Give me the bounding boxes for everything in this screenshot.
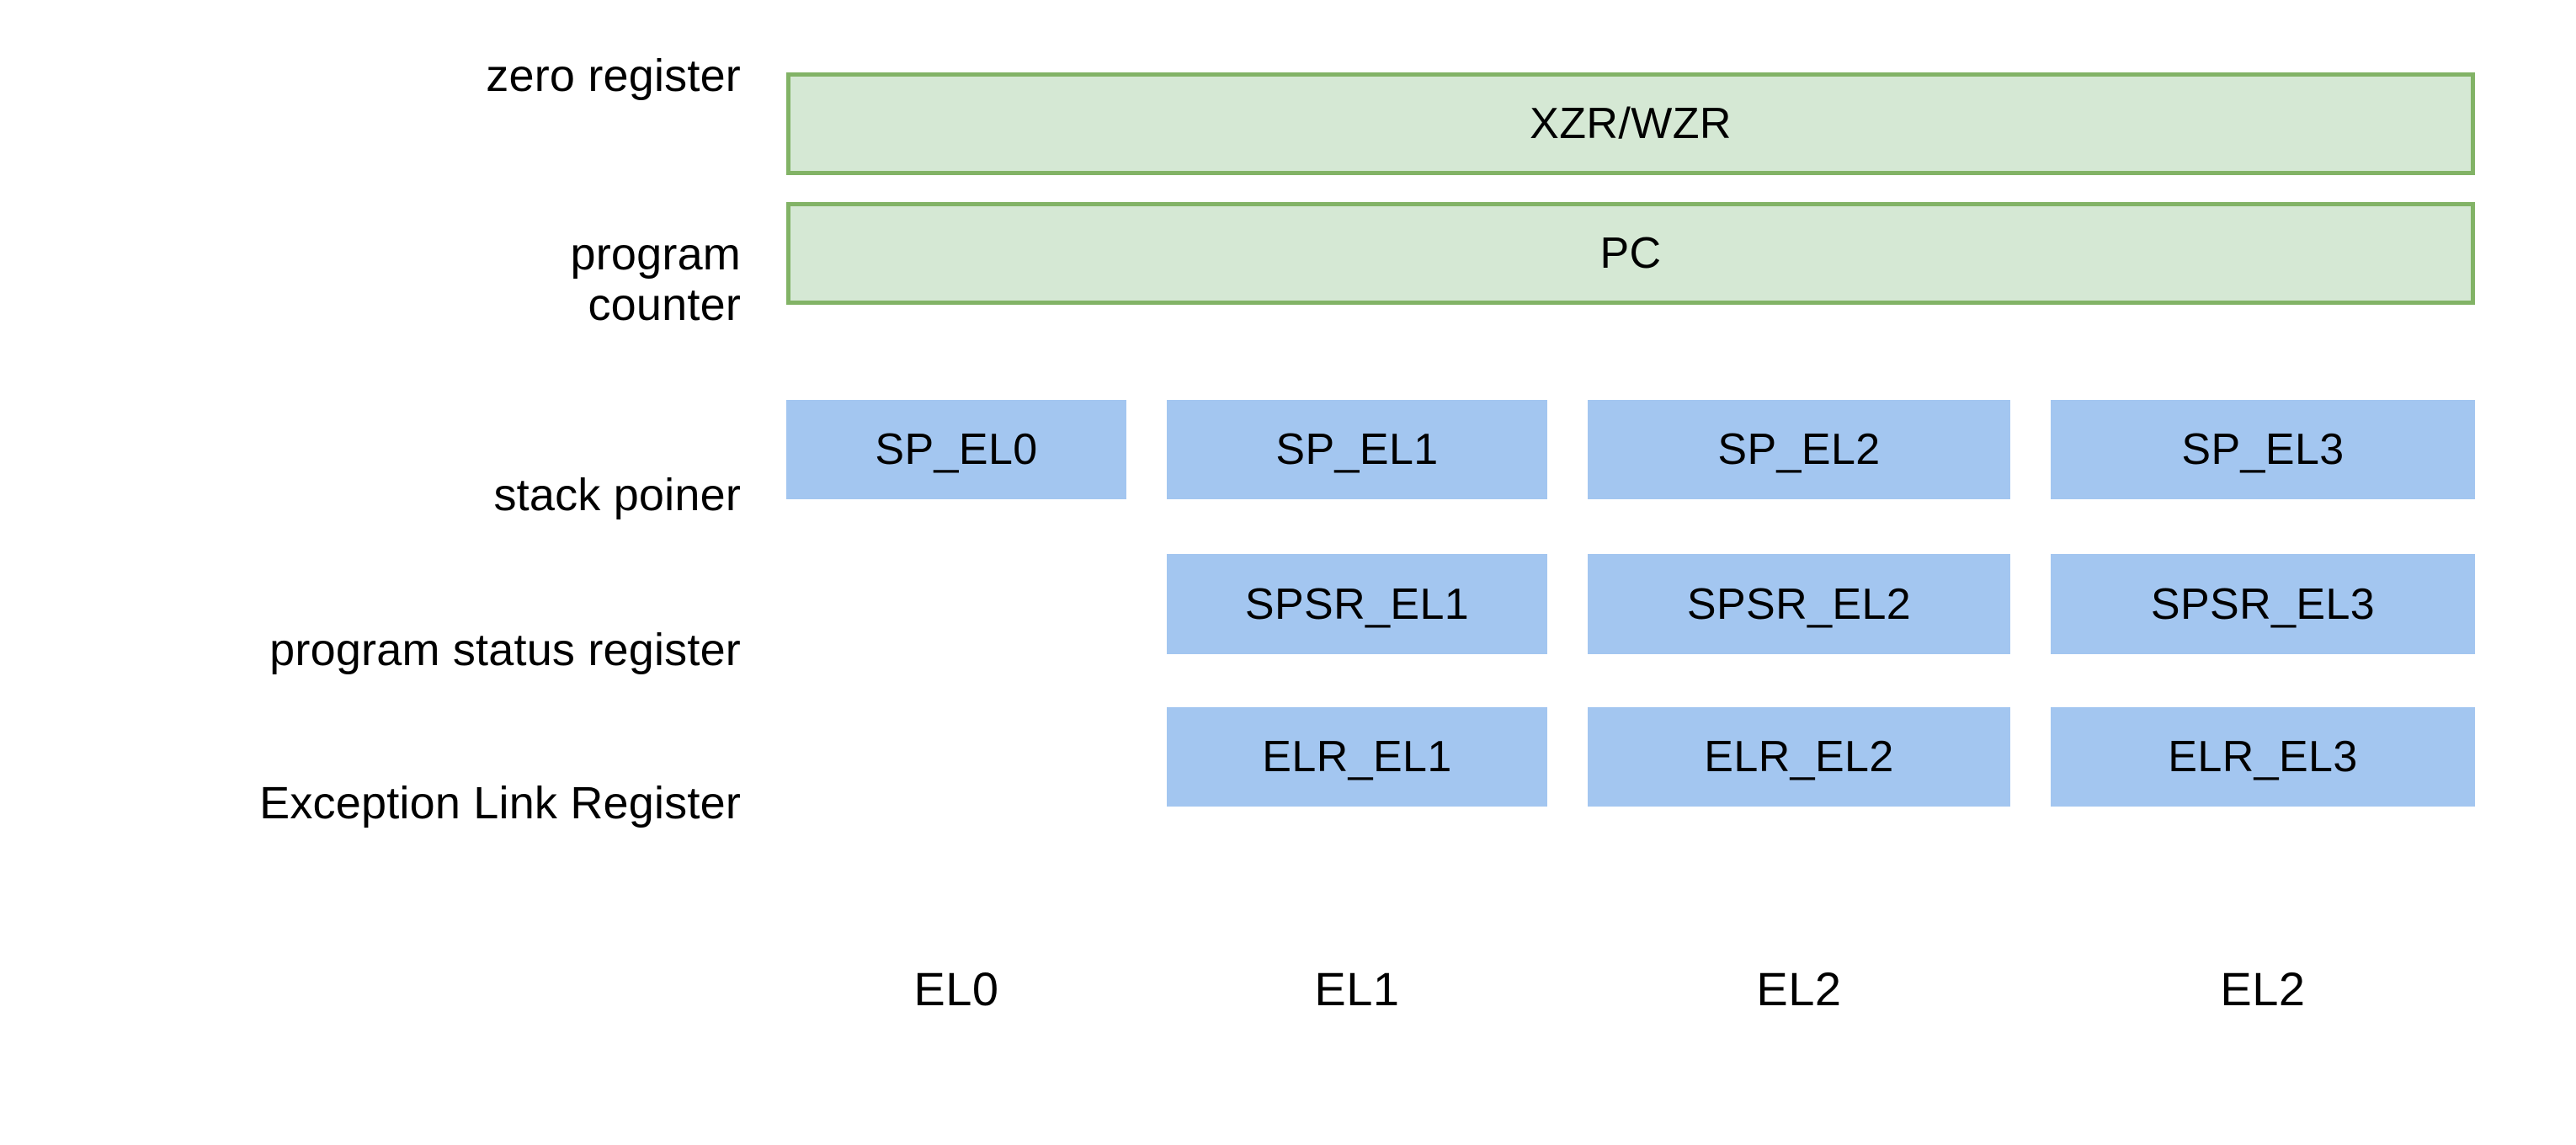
- box-pc-label: PC: [1599, 229, 1662, 278]
- row-label-zero-register: zero register: [486, 51, 741, 101]
- box-sp-el0-label: SP_EL0: [875, 425, 1038, 474]
- row-label-program-counter: program counter: [570, 229, 741, 331]
- box-sp-el2-label: SP_EL2: [1717, 425, 1881, 474]
- box-sp-el3-label: SP_EL3: [2181, 425, 2344, 474]
- box-elr-el1-label: ELR_EL1: [1262, 732, 1452, 781]
- box-elr-el3-label: ELR_EL3: [2168, 732, 2358, 781]
- box-sp-el0[interactable]: SP_EL0: [786, 400, 1126, 499]
- box-pc[interactable]: PC: [786, 202, 2475, 305]
- box-spsr-el1[interactable]: SPSR_EL1: [1167, 554, 1547, 654]
- column-label-el1: EL1: [1314, 962, 1400, 1015]
- box-elr-el3[interactable]: ELR_EL3: [2051, 707, 2475, 807]
- box-sp-el1[interactable]: SP_EL1: [1167, 400, 1547, 499]
- box-xzr-wzr[interactable]: XZR/WZR: [786, 72, 2475, 175]
- column-label-el3: EL2: [2220, 962, 2306, 1015]
- box-spsr-el2-label: SPSR_EL2: [1686, 579, 1912, 629]
- box-elr-el1[interactable]: ELR_EL1: [1167, 707, 1547, 807]
- box-spsr-el2[interactable]: SPSR_EL2: [1588, 554, 2010, 654]
- row-label-stack-poiner: stack poiner: [493, 470, 741, 520]
- box-elr-el2-label: ELR_EL2: [1704, 732, 1894, 781]
- box-elr-el2[interactable]: ELR_EL2: [1588, 707, 2010, 807]
- box-sp-el2[interactable]: SP_EL2: [1588, 400, 2010, 499]
- box-sp-el3[interactable]: SP_EL3: [2051, 400, 2475, 499]
- row-label-program-status-register: program status register: [269, 625, 741, 675]
- box-sp-el1-label: SP_EL1: [1275, 425, 1439, 474]
- box-spsr-el1-label: SPSR_EL1: [1244, 579, 1470, 629]
- row-label-exception-link-register: Exception Link Register: [259, 778, 741, 828]
- column-label-el2: EL2: [1756, 962, 1842, 1015]
- box-spsr-el3[interactable]: SPSR_EL3: [2051, 554, 2475, 654]
- box-spsr-el3-label: SPSR_EL3: [2150, 579, 2376, 629]
- column-label-el0: EL0: [913, 962, 999, 1015]
- box-xzr-wzr-label: XZR/WZR: [1530, 99, 1732, 148]
